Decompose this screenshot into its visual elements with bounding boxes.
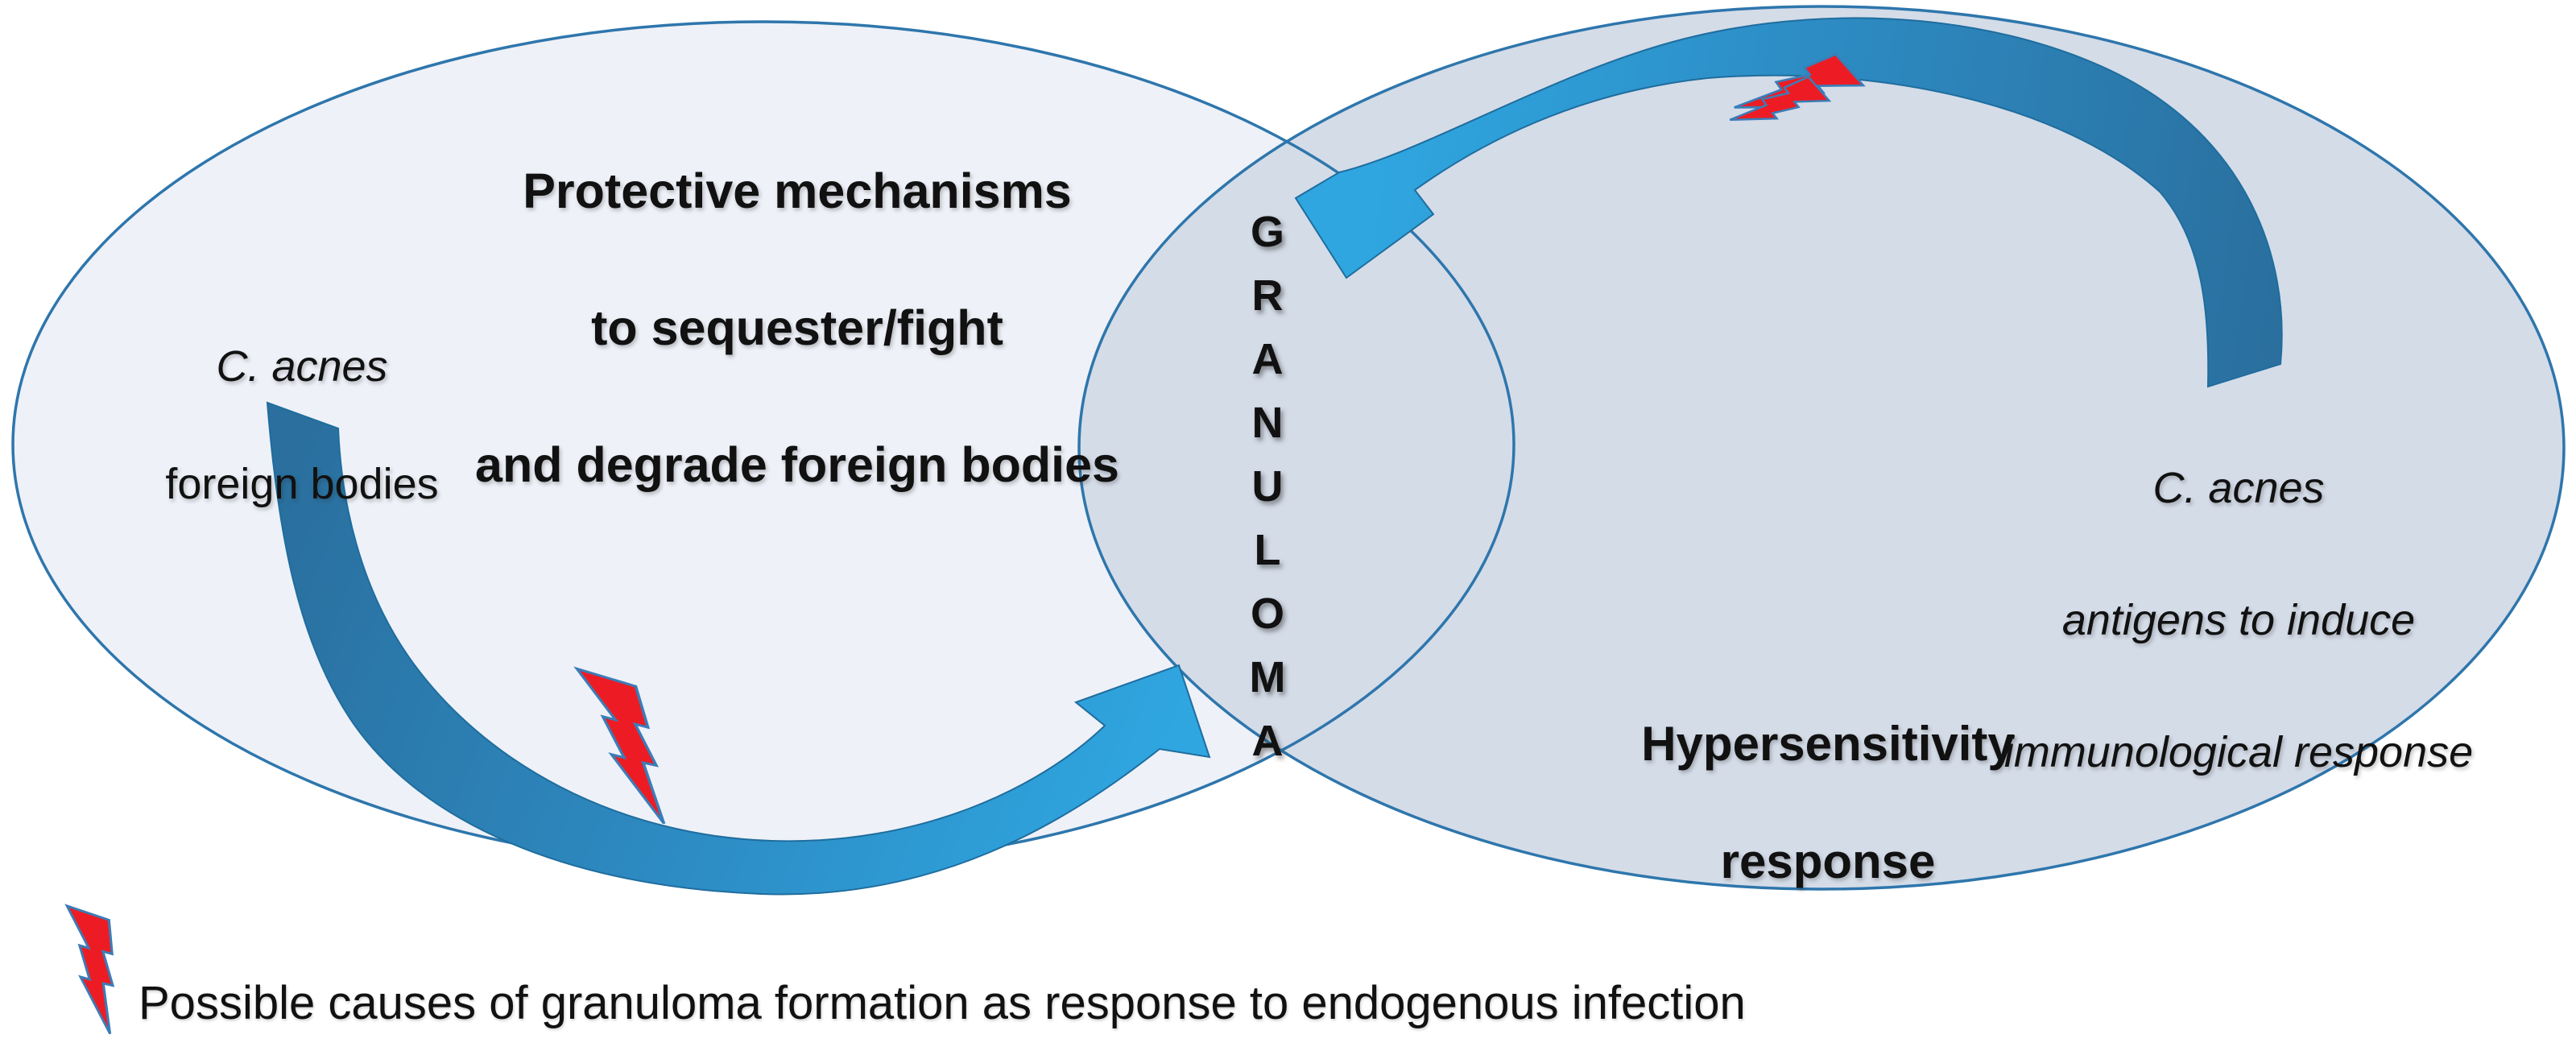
left-ellipse-label: C. acnes foreign bodies [121,279,483,573]
left-ellipse-title-line2: to sequester/fight [591,300,1003,355]
right-ellipse-title: Hypersensitivity response [1546,656,2110,950]
right-antigens-label-line2: antigens to induce [2061,596,2416,644]
right-antigens-label-line3: immunological response [2003,728,2474,776]
right-ellipse-title-line1: Hypersensitivity [1641,717,2015,771]
right-ellipse-title-line2: response [1720,834,1936,888]
left-ellipse-title: Protective mechanisms to sequester/fight… [322,89,1272,568]
left-species-label: C. acnes [216,342,388,391]
left-foreign-bodies-label: foreign bodies [165,460,439,508]
left-ellipse-title-line1: Protective mechanisms [523,163,1072,218]
legend-caption: Possible causes of granuloma formation a… [139,977,1746,1029]
protective-pathway-arrow [266,401,1211,896]
right-ellipse-label: C. acnes antigens to induce immunologica… [1957,389,2520,851]
left-ellipse-title-line3: and degrade foreign bodies [475,437,1119,492]
hypersensitivity-ellipse-outline [1077,5,2566,891]
hypersensitivity-pathway-arrow [1294,17,2283,388]
right-species-label: C. acnes [2152,464,2325,512]
granuloma-label: GRANULOMA [1243,208,1292,780]
